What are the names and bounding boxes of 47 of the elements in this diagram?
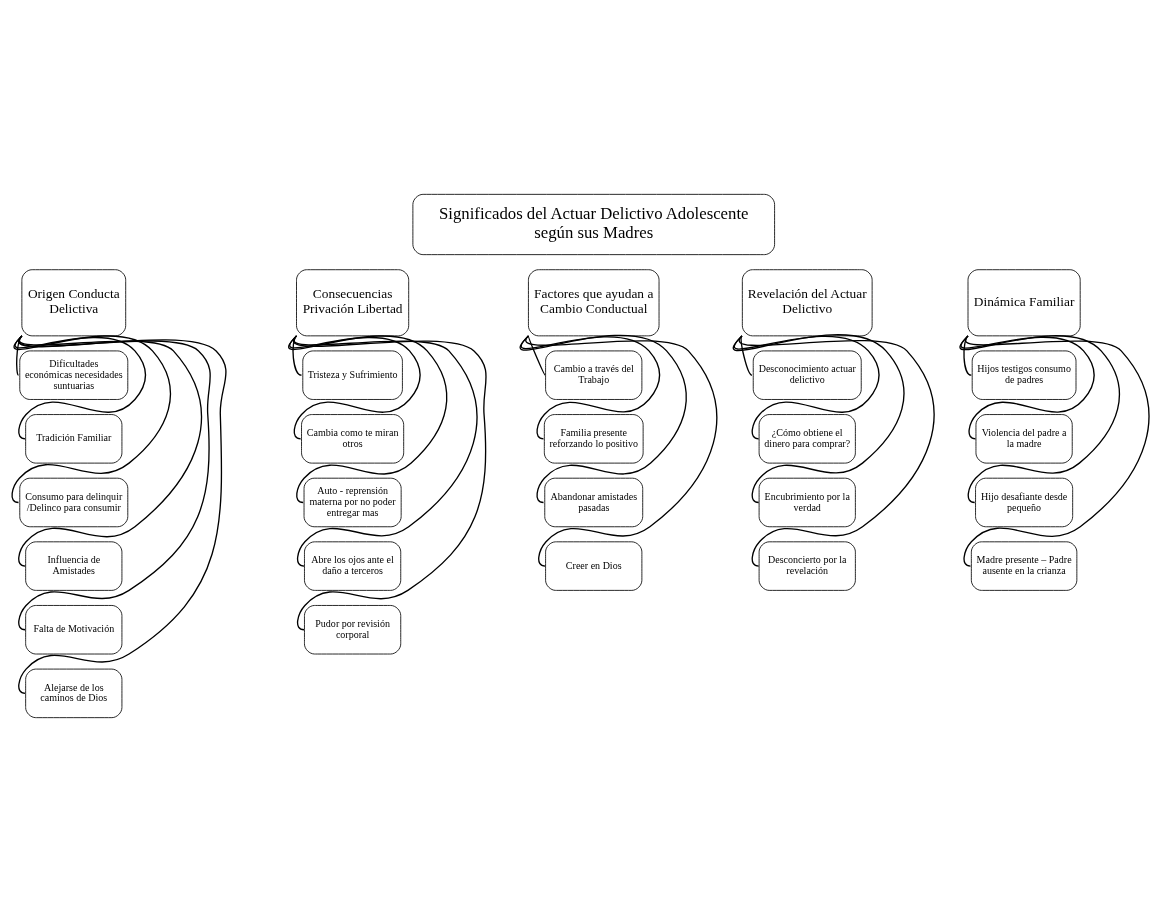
node-box: Cambio a través del Trabajo: [545, 350, 643, 400]
node-box: Hijo desafiante desde pequeño: [975, 477, 1074, 527]
connector: [959, 334, 1120, 503]
node-box: Alejarse de los caminos de Dios: [25, 668, 123, 718]
connector: [527, 334, 546, 376]
connector: [11, 334, 171, 503]
connector: [733, 333, 905, 503]
node-box: Tristeza y Sufrimiento: [302, 350, 403, 400]
node-box: Significados del Actuar Delictivo Adolescente según sus Madres: [412, 193, 775, 255]
connector: [289, 334, 421, 439]
node-box: Falta de Motivación: [25, 604, 123, 654]
node-box: Desconocimiento actuar delictivo: [752, 350, 862, 400]
node-box: Hijos testigos consumo de padres: [971, 350, 1077, 400]
node-box: ¿Cómo obtiene el dinero para comprar?: [758, 413, 856, 464]
node-box: Pudor por revisión corporal: [304, 604, 402, 654]
connector: [520, 334, 661, 439]
node-box: Consumo para delinquir /Delinco para consumir: [19, 477, 129, 527]
node-box: Madre presente – Padre ausente en la crianza: [970, 540, 1078, 591]
node-box: Origen Conducta Delictiva: [21, 268, 127, 336]
connector: [963, 334, 972, 376]
connector: [960, 334, 1095, 439]
node-box: Familia presente reforzando lo positivo: [543, 413, 644, 464]
node-box: Factores que ayudan a Cambio Conductual: [528, 268, 660, 336]
node-box: Consecuencias Privación Libertad: [296, 268, 410, 336]
connector: [738, 334, 935, 567]
connector: [519, 334, 687, 503]
connector: [288, 334, 448, 503]
node-box: Abandonar amistades pasadas: [544, 477, 644, 527]
connector: [525, 334, 718, 567]
node-box: Creer en Dios: [545, 540, 643, 591]
connector: [16, 334, 23, 376]
connector: [292, 334, 487, 630]
node-box: Abre los ojos ante el daño a terceros: [304, 540, 402, 591]
node-box: Dificultades económicas necesidades suntuarias: [19, 350, 129, 400]
node-box: Encubrimiento por la verdad: [758, 477, 856, 527]
node-box: Violencia del padre a la madre: [975, 413, 1073, 464]
node-box: Desconcierto por la revelación: [758, 540, 856, 591]
connector: [734, 334, 880, 439]
node-box: Dinámica Familiar: [967, 268, 1081, 336]
node-box: Influencia de Amistades: [25, 540, 123, 591]
node-box: Cambia como te miran otros: [301, 413, 405, 464]
connector: [963, 334, 1150, 567]
node-box: Revelación del Actuar Delictivo: [741, 268, 873, 336]
node-box: Tradición Familiar: [25, 413, 123, 464]
connector: [14, 334, 147, 439]
node-box: Auto - reprensión materna por no poder entregar mas: [303, 477, 402, 527]
connector: [740, 334, 753, 376]
